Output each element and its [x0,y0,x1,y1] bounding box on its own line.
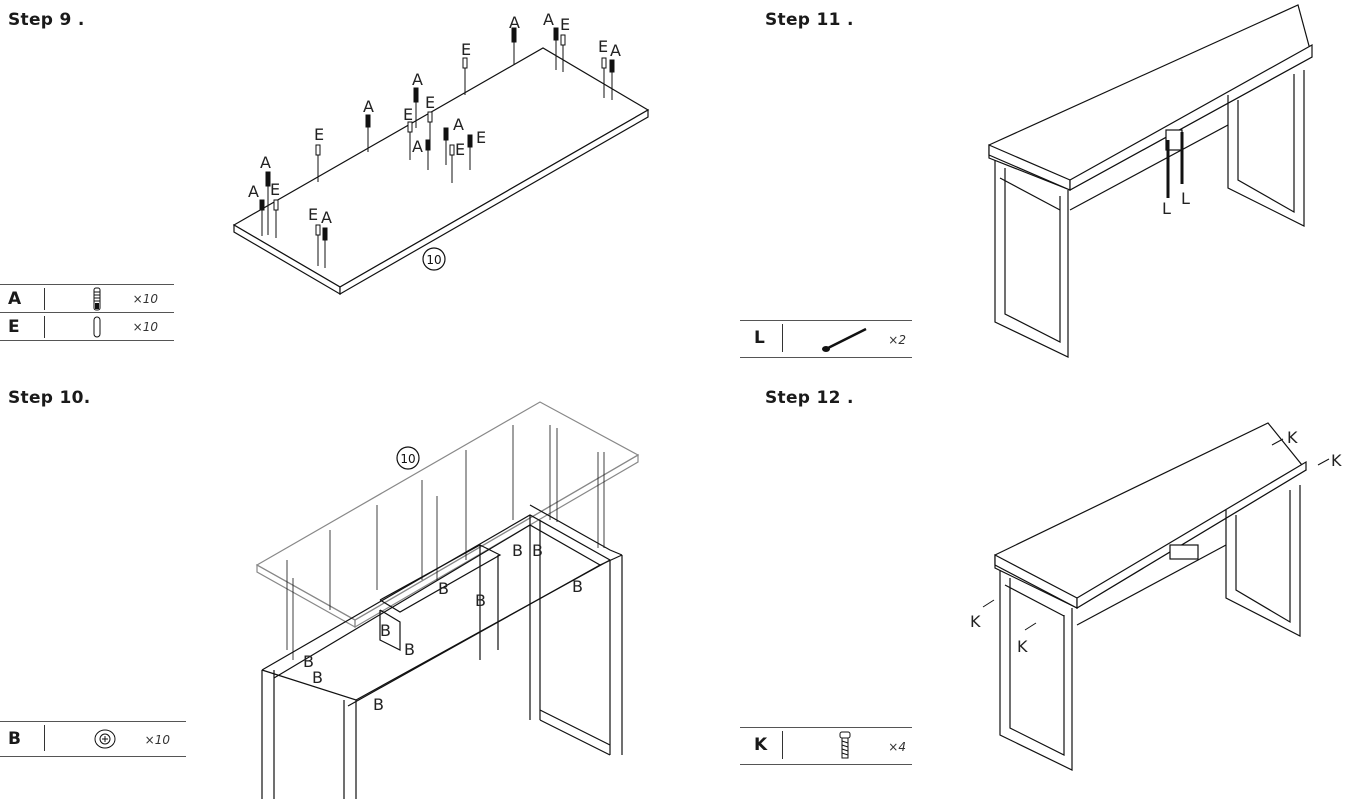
callout-b: B [404,640,415,659]
long-bolt-icon [822,327,867,352]
step-11-desk-drawing: L L [988,4,1313,358]
part-qty: ×10 [132,320,158,334]
step-9-pegs [259,27,615,268]
part-qty: ×2 [888,333,906,347]
divider [44,316,45,338]
callout-a: A [509,13,520,32]
step-12-title: Step 12 . [765,388,854,408]
callout-e: E [270,180,280,199]
callout-b: B [438,579,449,598]
callout-e: E [455,140,465,159]
callout-a: A [248,182,259,201]
divider [782,731,783,759]
panel-number-circle [422,247,446,271]
callout-e: E [461,40,471,59]
callout-k: K [1017,637,1028,656]
callout-b: B [572,577,583,596]
divider [782,324,783,352]
callout-e: E [425,93,435,112]
callout-a: A [363,97,374,116]
callout-e: E [560,15,570,34]
callout-b: B [512,541,523,560]
part-row-e: E ×10 [0,312,174,340]
part-letter: E [8,317,20,337]
callout-e: E [598,37,608,56]
part-qty: ×10 [144,733,170,747]
callout-b: B [475,591,486,610]
callout-a: A [543,10,554,29]
step-11-title: Step 11 . [765,10,854,30]
step-9-tabletop-drawing: A A E E E A A A E E A A E E E A A E E A … [232,10,650,296]
step-12-parts-table: K ×4 [740,727,912,765]
callout-k: K [970,612,981,631]
part-row-b: B ×10 [0,722,186,756]
part-letter: L [754,328,765,348]
part-letter: B [8,729,21,749]
part-row-k: K ×4 [740,728,912,764]
cam-bolt-icon [93,287,101,311]
step-9-title: Step 9 . [8,10,85,30]
callout-l: L [1181,189,1190,208]
step-9-parts-table: A ×10 E ×10 [0,284,174,341]
step-12-desk-drawing: K K K K [970,422,1342,771]
callout-a: A [412,137,423,156]
step-10-parts-table: B ×10 [0,721,186,757]
callout-a: A [412,70,423,89]
step-10-frame-drawing: 10 B B B B B B B B B [255,401,640,799]
panel-number: 10 [400,452,415,466]
callout-b: B [373,695,384,714]
part-row-l: L ×2 [740,321,912,357]
callout-e: E [308,205,318,224]
panel-number: 10 [426,253,441,267]
divider [44,725,45,751]
callout-a: A [260,153,271,172]
callout-a: A [321,208,332,227]
callout-k: K [1287,428,1298,447]
callout-k: K [1331,451,1342,470]
callout-b: B [532,541,543,560]
callout-a: A [610,41,621,60]
step-11-parts-table: L ×2 [740,320,912,358]
part-letter: K [754,735,768,755]
screw-icon [839,731,851,759]
callout-a: A [453,115,464,134]
part-qty: ×4 [888,740,906,754]
cam-lock-icon [94,729,116,749]
callout-e: E [476,128,486,147]
callout-l: L [1162,199,1171,218]
callout-b: B [303,652,314,671]
callout-e: E [314,125,324,144]
part-row-a: A ×10 [0,285,174,312]
divider [44,288,45,310]
screws-k [982,438,1330,631]
part-letter: A [8,289,22,309]
step-10-callouts: B B B B B B B B B B [303,541,583,714]
step-9-callouts: A A E E E A A A E E A A E E E A A E E A [248,10,621,227]
callout-b: B [380,621,391,640]
part-qty: ×10 [132,292,158,306]
dowel-icon [93,316,101,338]
step-10-title: Step 10. [8,388,91,408]
callout-b: B [312,668,323,687]
bolts-l [1166,132,1184,198]
callout-e: E [403,105,413,124]
